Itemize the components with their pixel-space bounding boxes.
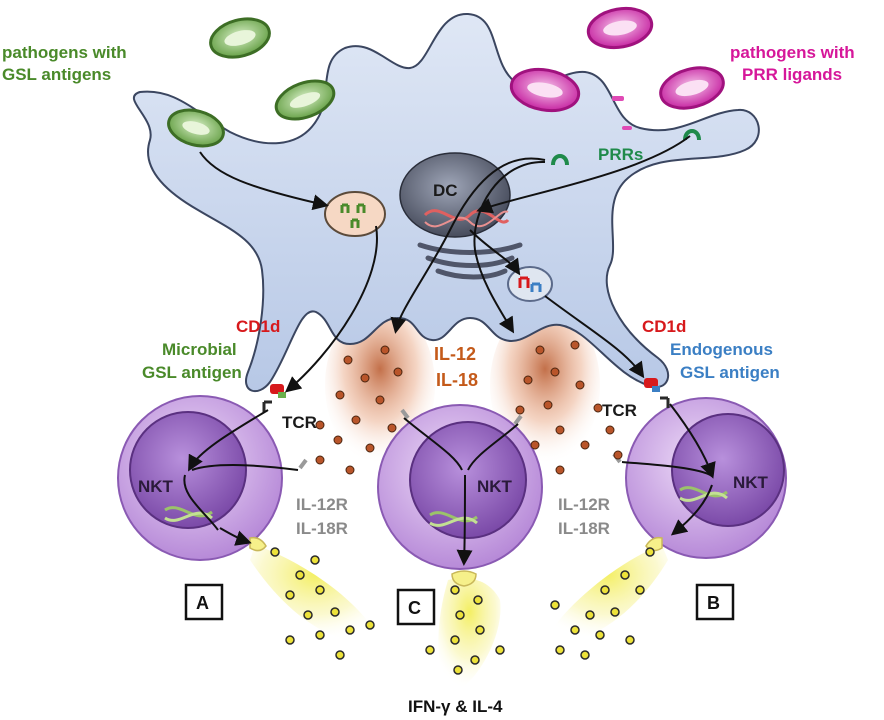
- label-ifn-il4: IFN-γ & IL-4: [408, 697, 503, 716]
- label-cd1d-left: CD1d: [236, 317, 280, 336]
- il12-il18-particles: [315, 340, 623, 475]
- nkt-cell-c: [377, 404, 543, 570]
- label-nkt-c: NKT: [477, 477, 513, 496]
- label-pathogens-prr-line2: PRR ligands: [742, 65, 842, 84]
- label-il12r-il18r-right-line2: IL-18R: [558, 519, 610, 538]
- label-cd1d-right: CD1d: [642, 317, 686, 336]
- label-prrs: PRRs: [598, 145, 643, 164]
- endosome-endogenous: [507, 266, 553, 302]
- nkt-dna-icon: [164, 486, 728, 527]
- label-box-c: [396, 588, 436, 626]
- label-nkt-a: NKT: [138, 477, 174, 496]
- ifn-il4-cloud-a: [250, 545, 380, 642]
- cd1d-tcr-right: [644, 378, 670, 408]
- endosome-microbial: [324, 191, 386, 237]
- label-c: C: [408, 598, 421, 618]
- label-pathogens-gsl-line1: pathogens with: [2, 43, 127, 62]
- pathogen-gsl-3: [167, 108, 225, 148]
- label-microbial-gsl-line1: Microbial: [162, 340, 237, 359]
- ifn-il4-particles: [270, 547, 655, 675]
- label-il12r-il18r-left-line1: IL-12R: [296, 495, 348, 514]
- label-tcr-left: TCR: [282, 413, 317, 432]
- pathogen-gsl-2: [274, 79, 336, 121]
- pathogen-prr-1: [586, 6, 654, 50]
- pathogen-gsl-1: [209, 17, 271, 59]
- label-il12-il18-line1: IL-12: [434, 344, 476, 364]
- label-b: B: [707, 593, 720, 613]
- cd1d-tcr-left: [262, 384, 286, 412]
- prr-ligand-icon: [612, 96, 632, 130]
- label-dc: DC: [433, 181, 458, 200]
- label-microbial-gsl-line2: GSL antigen: [142, 363, 242, 382]
- dc-nucleus: [399, 152, 511, 238]
- label-nkt-b: NKT: [733, 473, 769, 492]
- nkt-cell-a: [117, 395, 283, 561]
- label-tcr-right: TCR: [602, 401, 637, 420]
- dc-dna-icon: [423, 209, 510, 224]
- signaling-arrows: [183, 135, 716, 566]
- label-il12r-il18r-right-line1: IL-12R: [558, 495, 610, 514]
- label-il12r-il18r-left-line2: IL-18R: [296, 519, 348, 538]
- label-pathogens-gsl-line2: GSL antigens: [2, 65, 111, 84]
- label-endogenous-gsl-line2: GSL antigen: [680, 363, 780, 382]
- ifn-il4-cloud-c: [438, 578, 501, 690]
- pathogen-prr-2: [509, 67, 581, 113]
- label-il12-il18-line2: IL-18: [436, 370, 478, 390]
- prr-receptor-icon: [551, 129, 701, 166]
- label-box-b: [695, 583, 735, 621]
- label-box-a: [184, 583, 224, 621]
- label-pathogens-prr-line1: pathogens with: [730, 43, 855, 62]
- label-a: A: [196, 593, 209, 613]
- label-endogenous-gsl-line1: Endogenous: [670, 340, 773, 359]
- pathogen-prr-3: [659, 66, 725, 110]
